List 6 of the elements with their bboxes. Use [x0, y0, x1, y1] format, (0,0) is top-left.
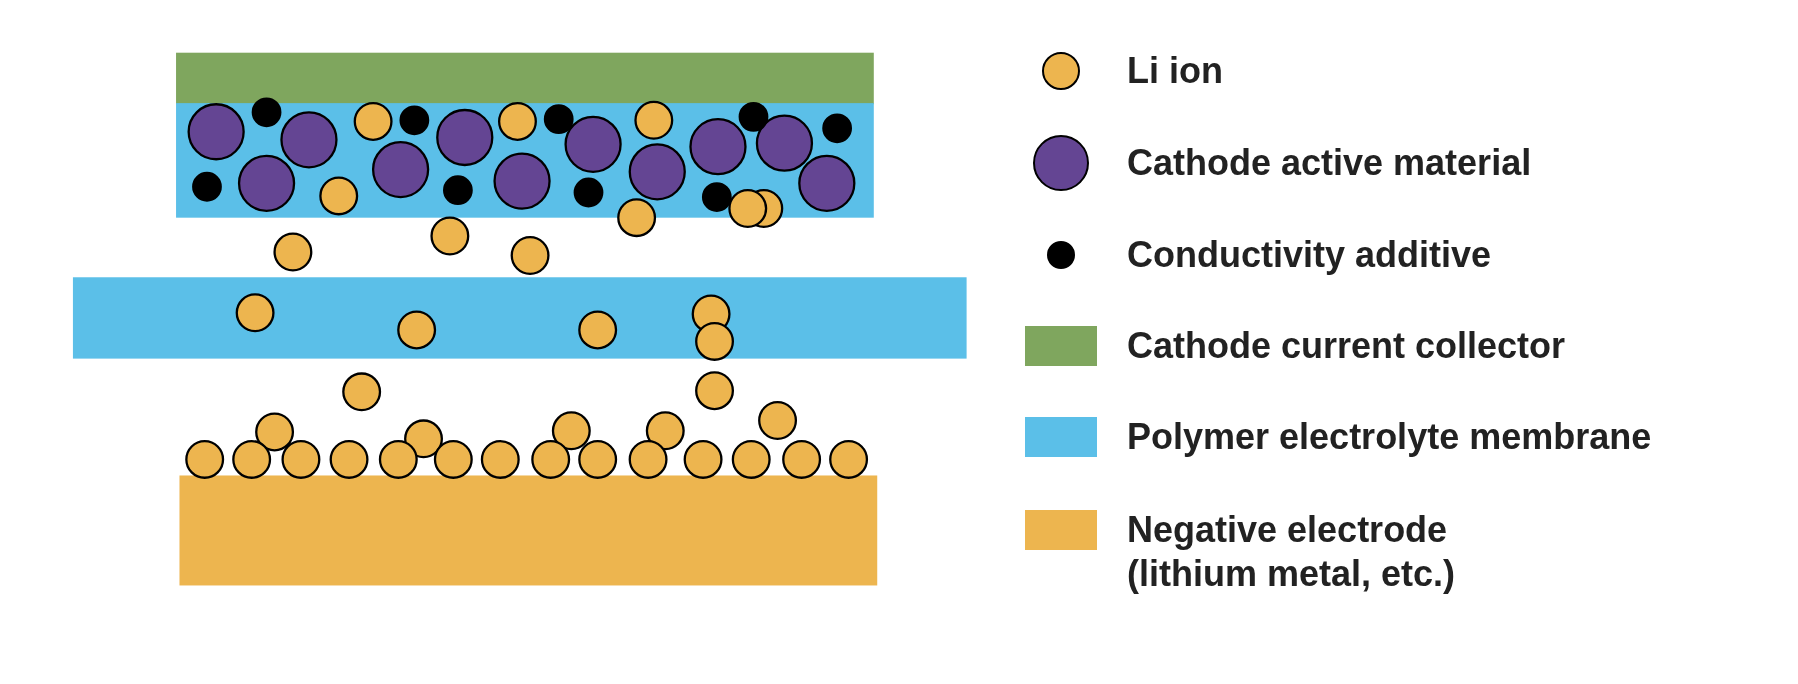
legend-label: Negative electrode (lithium metal, etc.) [1127, 508, 1457, 596]
legend-label: Cathode active material [1127, 141, 1533, 185]
legend-label: Li ion [1127, 49, 1224, 93]
legend-label: Cathode current collector [1127, 324, 1567, 368]
legend-label: Polymer electrolyte membrane [1127, 415, 1653, 459]
legend-label: Conductivity additive [1127, 233, 1493, 277]
